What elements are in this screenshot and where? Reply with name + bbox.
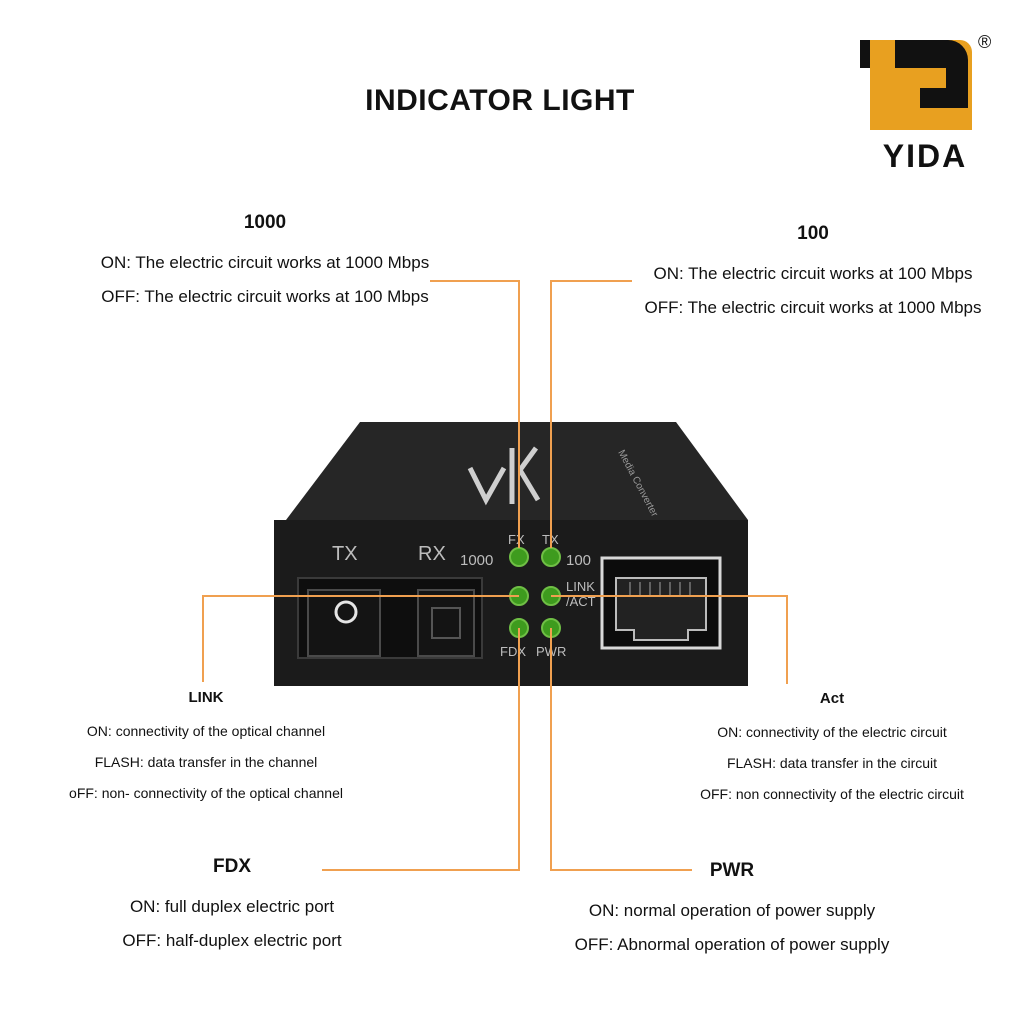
callout-line: OFF: Abnormal operation of power supply: [574, 935, 890, 954]
callout-line: ON: The electric circuit works at 1000 M…: [100, 253, 430, 272]
label-act: /ACT: [566, 594, 596, 609]
label-link: LINK: [566, 579, 595, 594]
label-fx: FX: [508, 532, 525, 547]
callout-heading: PWR: [709, 860, 755, 881]
page-title: INDICATOR LIGHT: [365, 84, 635, 117]
label-fdx: FDX: [500, 644, 526, 659]
fiber-tx-socket: [334, 600, 358, 624]
callout-fdx: FDX ON: full duplex electric port OFF: h…: [72, 856, 392, 958]
led-100: [541, 547, 561, 567]
callout-line: FLASH: data transfer in the circuit: [726, 755, 938, 771]
device-top-logo-icon: [467, 446, 541, 506]
leader-link: [202, 595, 519, 682]
callout-line: ON: normal operation of power supply: [588, 901, 876, 920]
callout-heading: FDX: [213, 856, 251, 877]
label-tx-port: TX: [332, 543, 358, 565]
callout-line: FLASH: data transfer in the channel: [94, 754, 318, 770]
leader-lines: [202, 280, 788, 871]
callout-line: OFF: non connectivity of the electric ci…: [700, 786, 964, 802]
callout-line: ON: full duplex electric port: [129, 897, 335, 916]
callout-line: ON: connectivity of the optical channel: [86, 723, 326, 739]
leader-1000: [430, 280, 520, 548]
label-100: 100: [566, 552, 591, 569]
callout-line: ON: The electric circuit works at 100 Mb…: [653, 264, 973, 283]
callout-heading: 100: [797, 223, 829, 244]
callout-heading: 1000: [243, 212, 287, 233]
label-1000: 1000: [460, 552, 493, 569]
leader-100: [550, 280, 632, 548]
callout-1000: 1000 ON: The electric circuit works at 1…: [40, 212, 490, 314]
leader-pwr: [550, 628, 692, 871]
callout-pwr: PWR ON: normal operation of power supply…: [552, 860, 912, 962]
device-top-face: [286, 422, 748, 520]
callout-link: LINK ON: connectivity of the optical cha…: [20, 689, 392, 809]
led-1000: [509, 547, 529, 567]
brand-logo: ® YIDA: [850, 30, 1000, 180]
callout-line: OFF: half-duplex electric port: [122, 931, 342, 950]
brand-name: YIDA: [882, 138, 968, 174]
registered-mark: ®: [978, 32, 992, 52]
callout-line: oFF: non- connectivity of the optical ch…: [69, 785, 343, 801]
yida-logo-icon: [860, 40, 972, 130]
callout-line: OFF: The electric circuit works at 1000 …: [644, 298, 982, 317]
callout-line: ON: connectivity of the electric circuit: [717, 724, 947, 740]
callout-heading: Act: [819, 690, 845, 707]
label-rx-port: RX: [418, 543, 446, 565]
leader-fdx: [322, 628, 520, 871]
callout-line: OFF: The electric circuit works at 100 M…: [101, 287, 429, 306]
leader-act: [551, 595, 788, 684]
callout-heading: LINK: [188, 689, 224, 706]
callout-100: 100 ON: The electric circuit works at 10…: [604, 223, 1022, 325]
callout-act: Act ON: connectivity of the electric cir…: [652, 690, 1012, 810]
